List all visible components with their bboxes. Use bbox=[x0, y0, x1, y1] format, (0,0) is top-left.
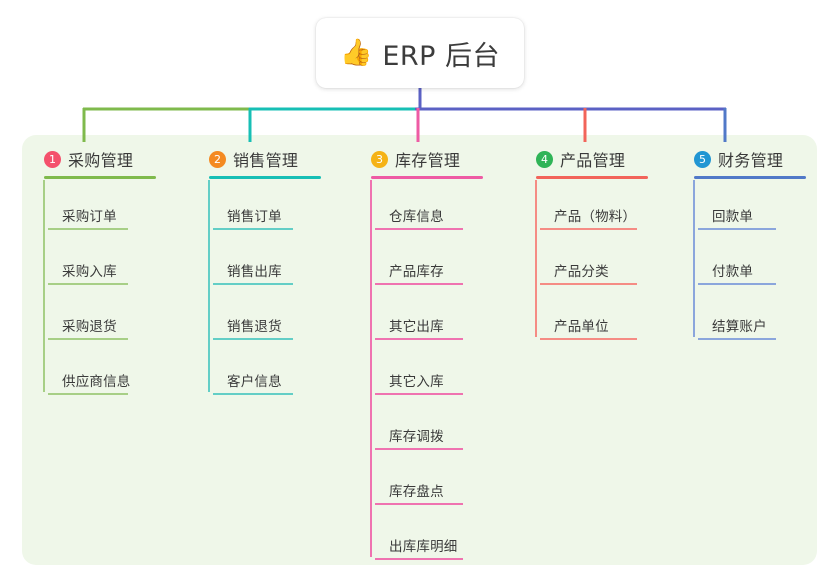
leaf-item[interactable]: 销售退货 bbox=[196, 289, 356, 344]
branch-column-1: 1 采购管理 采购订单 采购入库 采购退货 供应商信息 bbox=[31, 148, 191, 399]
leaf-rule bbox=[375, 338, 463, 340]
leaf-label: 库存调拨 bbox=[389, 429, 444, 445]
leaf-item[interactable]: 其它出库 bbox=[358, 289, 528, 344]
leaf-label: 产品分类 bbox=[554, 264, 609, 280]
leaf-rule bbox=[213, 393, 293, 395]
leaf-rule bbox=[48, 228, 128, 230]
branch-column-4: 4 产品管理 产品（物料） 产品分类 产品单位 bbox=[523, 148, 698, 344]
leaf-item[interactable]: 客户信息 bbox=[196, 344, 356, 399]
leaf-label: 产品库存 bbox=[389, 264, 444, 280]
leaf-label: 其它入库 bbox=[389, 374, 444, 390]
branch-title-2: 销售管理 bbox=[233, 151, 299, 170]
branch-leaf-list-3: 仓库信息 产品库存 其它出库 其它入库 库存调拨 库存盘点 bbox=[358, 179, 528, 564]
branch-badge-2: 2 bbox=[209, 150, 226, 168]
branch-badge-4: 4 bbox=[536, 150, 553, 168]
leaf-item[interactable]: 销售订单 bbox=[196, 179, 356, 234]
branch-column-2: 2 销售管理 销售订单 销售出库 销售退货 客户信息 bbox=[196, 148, 356, 399]
leaf-item[interactable]: 结算账户 bbox=[681, 289, 836, 344]
leaf-item[interactable]: 库存盘点 bbox=[358, 454, 528, 509]
leaf-rule bbox=[375, 503, 463, 505]
leaf-label: 销售出库 bbox=[227, 264, 282, 280]
leaf-label: 其它出库 bbox=[389, 319, 444, 335]
leaf-item[interactable]: 产品分类 bbox=[523, 234, 698, 289]
leaf-rule bbox=[698, 228, 776, 230]
leaf-item[interactable]: 供应商信息 bbox=[31, 344, 191, 399]
root-node-title: ERP 后台 bbox=[382, 40, 501, 72]
leaf-rule bbox=[698, 283, 776, 285]
leaf-item[interactable]: 产品单位 bbox=[523, 289, 698, 344]
branch-title-1: 采购管理 bbox=[68, 151, 134, 170]
leaf-label: 采购订单 bbox=[62, 209, 117, 225]
branch-header-4[interactable]: 4 产品管理 bbox=[523, 148, 698, 170]
leaf-rule bbox=[213, 283, 293, 285]
leaf-item[interactable]: 采购订单 bbox=[31, 179, 191, 234]
leaf-label: 库存盘点 bbox=[389, 484, 444, 500]
leaf-rule bbox=[375, 393, 463, 395]
leaf-label: 付款单 bbox=[712, 264, 754, 280]
leaf-rule bbox=[540, 283, 637, 285]
branch-header-2[interactable]: 2 销售管理 bbox=[196, 148, 356, 170]
leaf-label: 采购入库 bbox=[62, 264, 117, 280]
branch-rule-4 bbox=[536, 176, 648, 179]
branch-header-1[interactable]: 1 采购管理 bbox=[31, 148, 191, 170]
leaf-label: 采购退货 bbox=[62, 319, 117, 335]
leaf-label: 回款单 bbox=[712, 209, 754, 225]
leaf-item[interactable]: 仓库信息 bbox=[358, 179, 528, 234]
branch-badge-1: 1 bbox=[44, 150, 61, 168]
branch-title-5: 财务管理 bbox=[718, 151, 784, 170]
branch-header-3[interactable]: 3 库存管理 bbox=[358, 148, 528, 170]
leaf-item[interactable]: 库存调拨 bbox=[358, 399, 528, 454]
leaf-label: 销售退货 bbox=[227, 319, 282, 335]
leaf-rule bbox=[213, 338, 293, 340]
leaf-label: 供应商信息 bbox=[62, 374, 131, 390]
leaf-label: 销售订单 bbox=[227, 209, 282, 225]
branch-badge-5: 5 bbox=[694, 150, 711, 168]
branch-column-3: 3 库存管理 仓库信息 产品库存 其它出库 其它入库 库存调拨 bbox=[358, 148, 528, 564]
branch-leaf-list-2: 销售订单 销售出库 销售退货 客户信息 bbox=[196, 179, 356, 399]
leaf-rule bbox=[48, 393, 128, 395]
leaf-label: 产品单位 bbox=[554, 319, 609, 335]
branch-header-5[interactable]: 5 财务管理 bbox=[681, 148, 836, 170]
leaf-item[interactable]: 出库库明细 bbox=[358, 509, 528, 564]
leaf-rule bbox=[698, 338, 776, 340]
leaf-rule bbox=[213, 228, 293, 230]
leaf-item[interactable]: 销售出库 bbox=[196, 234, 356, 289]
leaf-label: 结算账户 bbox=[712, 319, 767, 335]
branch-rule-1 bbox=[44, 176, 156, 179]
leaf-item[interactable]: 采购退货 bbox=[31, 289, 191, 344]
leaf-rule bbox=[48, 338, 128, 340]
leaf-item[interactable]: 回款单 bbox=[681, 179, 836, 234]
leaf-label: 产品（物料） bbox=[554, 209, 637, 225]
leaf-rule bbox=[375, 283, 463, 285]
leaf-item[interactable]: 产品（物料） bbox=[523, 179, 698, 234]
leaf-label: 出库库明细 bbox=[389, 539, 458, 555]
branch-column-5: 5 财务管理 回款单 付款单 结算账户 bbox=[681, 148, 836, 344]
leaf-item[interactable]: 付款单 bbox=[681, 234, 836, 289]
diagram-panel-background bbox=[22, 135, 817, 565]
root-node[interactable]: 👍 ERP 后台 bbox=[316, 18, 524, 88]
leaf-rule bbox=[540, 228, 637, 230]
leaf-rule bbox=[375, 228, 463, 230]
branch-rule-5 bbox=[694, 176, 806, 179]
leaf-label: 仓库信息 bbox=[389, 209, 444, 225]
leaf-rule bbox=[540, 338, 637, 340]
leaf-rule bbox=[375, 558, 463, 560]
branch-leaf-list-1: 采购订单 采购入库 采购退货 供应商信息 bbox=[31, 179, 191, 399]
branch-leaf-list-5: 回款单 付款单 结算账户 bbox=[681, 179, 836, 344]
branch-leaf-list-4: 产品（物料） 产品分类 产品单位 bbox=[523, 179, 698, 344]
leaf-item[interactable]: 采购入库 bbox=[31, 234, 191, 289]
leaf-rule bbox=[48, 283, 128, 285]
branch-title-4: 产品管理 bbox=[560, 151, 626, 170]
thumbs-up-icon: 👍 bbox=[339, 38, 373, 68]
branch-title-3: 库存管理 bbox=[395, 151, 461, 170]
leaf-item[interactable]: 其它入库 bbox=[358, 344, 528, 399]
leaf-item[interactable]: 产品库存 bbox=[358, 234, 528, 289]
branch-rule-3 bbox=[371, 176, 483, 179]
branch-badge-3: 3 bbox=[371, 150, 388, 168]
leaf-rule bbox=[375, 448, 463, 450]
leaf-label: 客户信息 bbox=[227, 374, 282, 390]
branch-rule-2 bbox=[209, 176, 321, 179]
